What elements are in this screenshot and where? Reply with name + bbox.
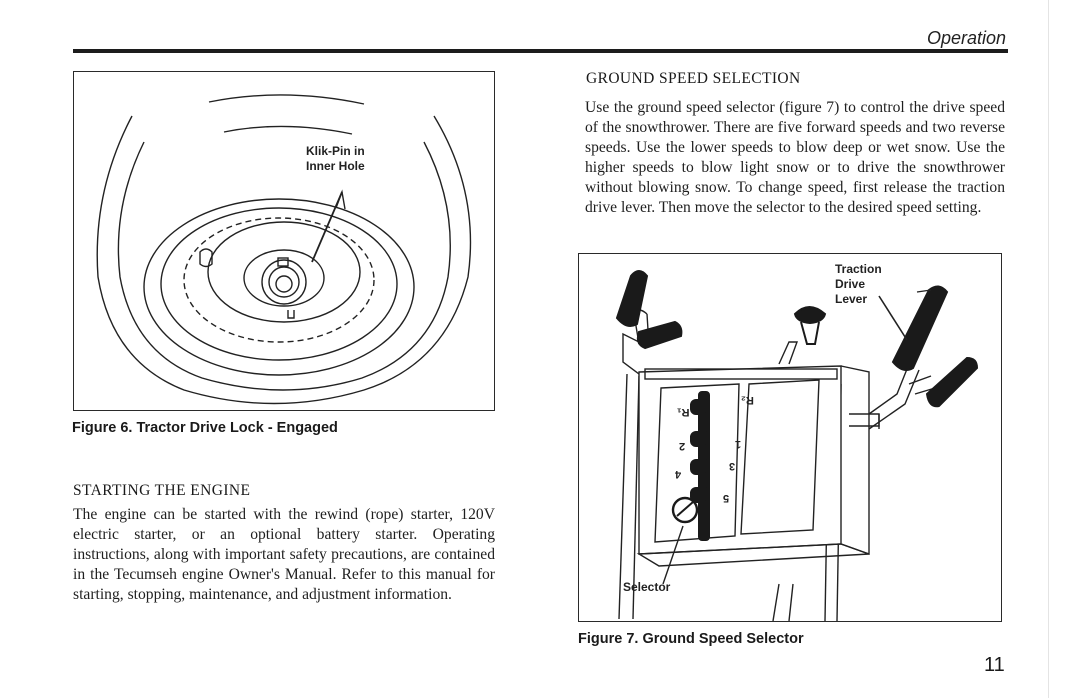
figure-6-tractor-drive-lock: Klik-Pin in Inner Hole: [73, 71, 495, 411]
figure-6-caption: Figure 6. Tractor Drive Lock - Engaged: [72, 420, 338, 436]
page-number: 11: [984, 654, 1005, 676]
ground-speed-heading: GROUND SPEED SELECTION: [586, 70, 801, 87]
plate-mark-1: 1: [735, 438, 742, 450]
plate-mark-4: 4: [675, 468, 682, 480]
plate-mark-2: 2: [679, 440, 686, 452]
plate-mark-r1: R₁: [677, 406, 690, 418]
section-label: Operation: [926, 28, 1006, 48]
traction-drive-lever-callout: Traction Drive Lever: [835, 262, 882, 307]
header-rule: [73, 49, 1008, 53]
plate-mark-5: 5: [723, 492, 730, 504]
traction-callout-line-3: Lever: [835, 292, 868, 306]
plate-mark-3: 3: [729, 460, 736, 472]
figure-7-ground-speed-selector: Traction Drive Lever Selector R₂ R₁ 1 2 …: [578, 253, 1002, 622]
starting-engine-body: The engine can be started with the rewin…: [73, 506, 495, 603]
klik-pin-callout-line-1: Klik-Pin in: [306, 144, 365, 158]
plate-mark-r2: R₂: [741, 394, 754, 406]
page-edge-line: [1048, 0, 1049, 698]
starting-engine-heading: STARTING THE ENGINE: [73, 482, 251, 499]
klik-pin-callout: Klik-Pin in Inner Hole: [306, 144, 365, 174]
tire-wheel-illustration: [96, 94, 472, 405]
selector-callout: Selector: [623, 580, 671, 594]
traction-callout-line-2: Drive: [835, 277, 866, 291]
klik-pin-callout-line-2: Inner Hole: [306, 159, 365, 173]
traction-callout-line-1: Traction: [835, 262, 882, 276]
ground-speed-body: Use the ground speed selector (figure 7)…: [585, 99, 1005, 216]
selector-console-illustration: [615, 270, 979, 621]
figure-7-caption: Figure 7. Ground Speed Selector: [578, 631, 804, 647]
